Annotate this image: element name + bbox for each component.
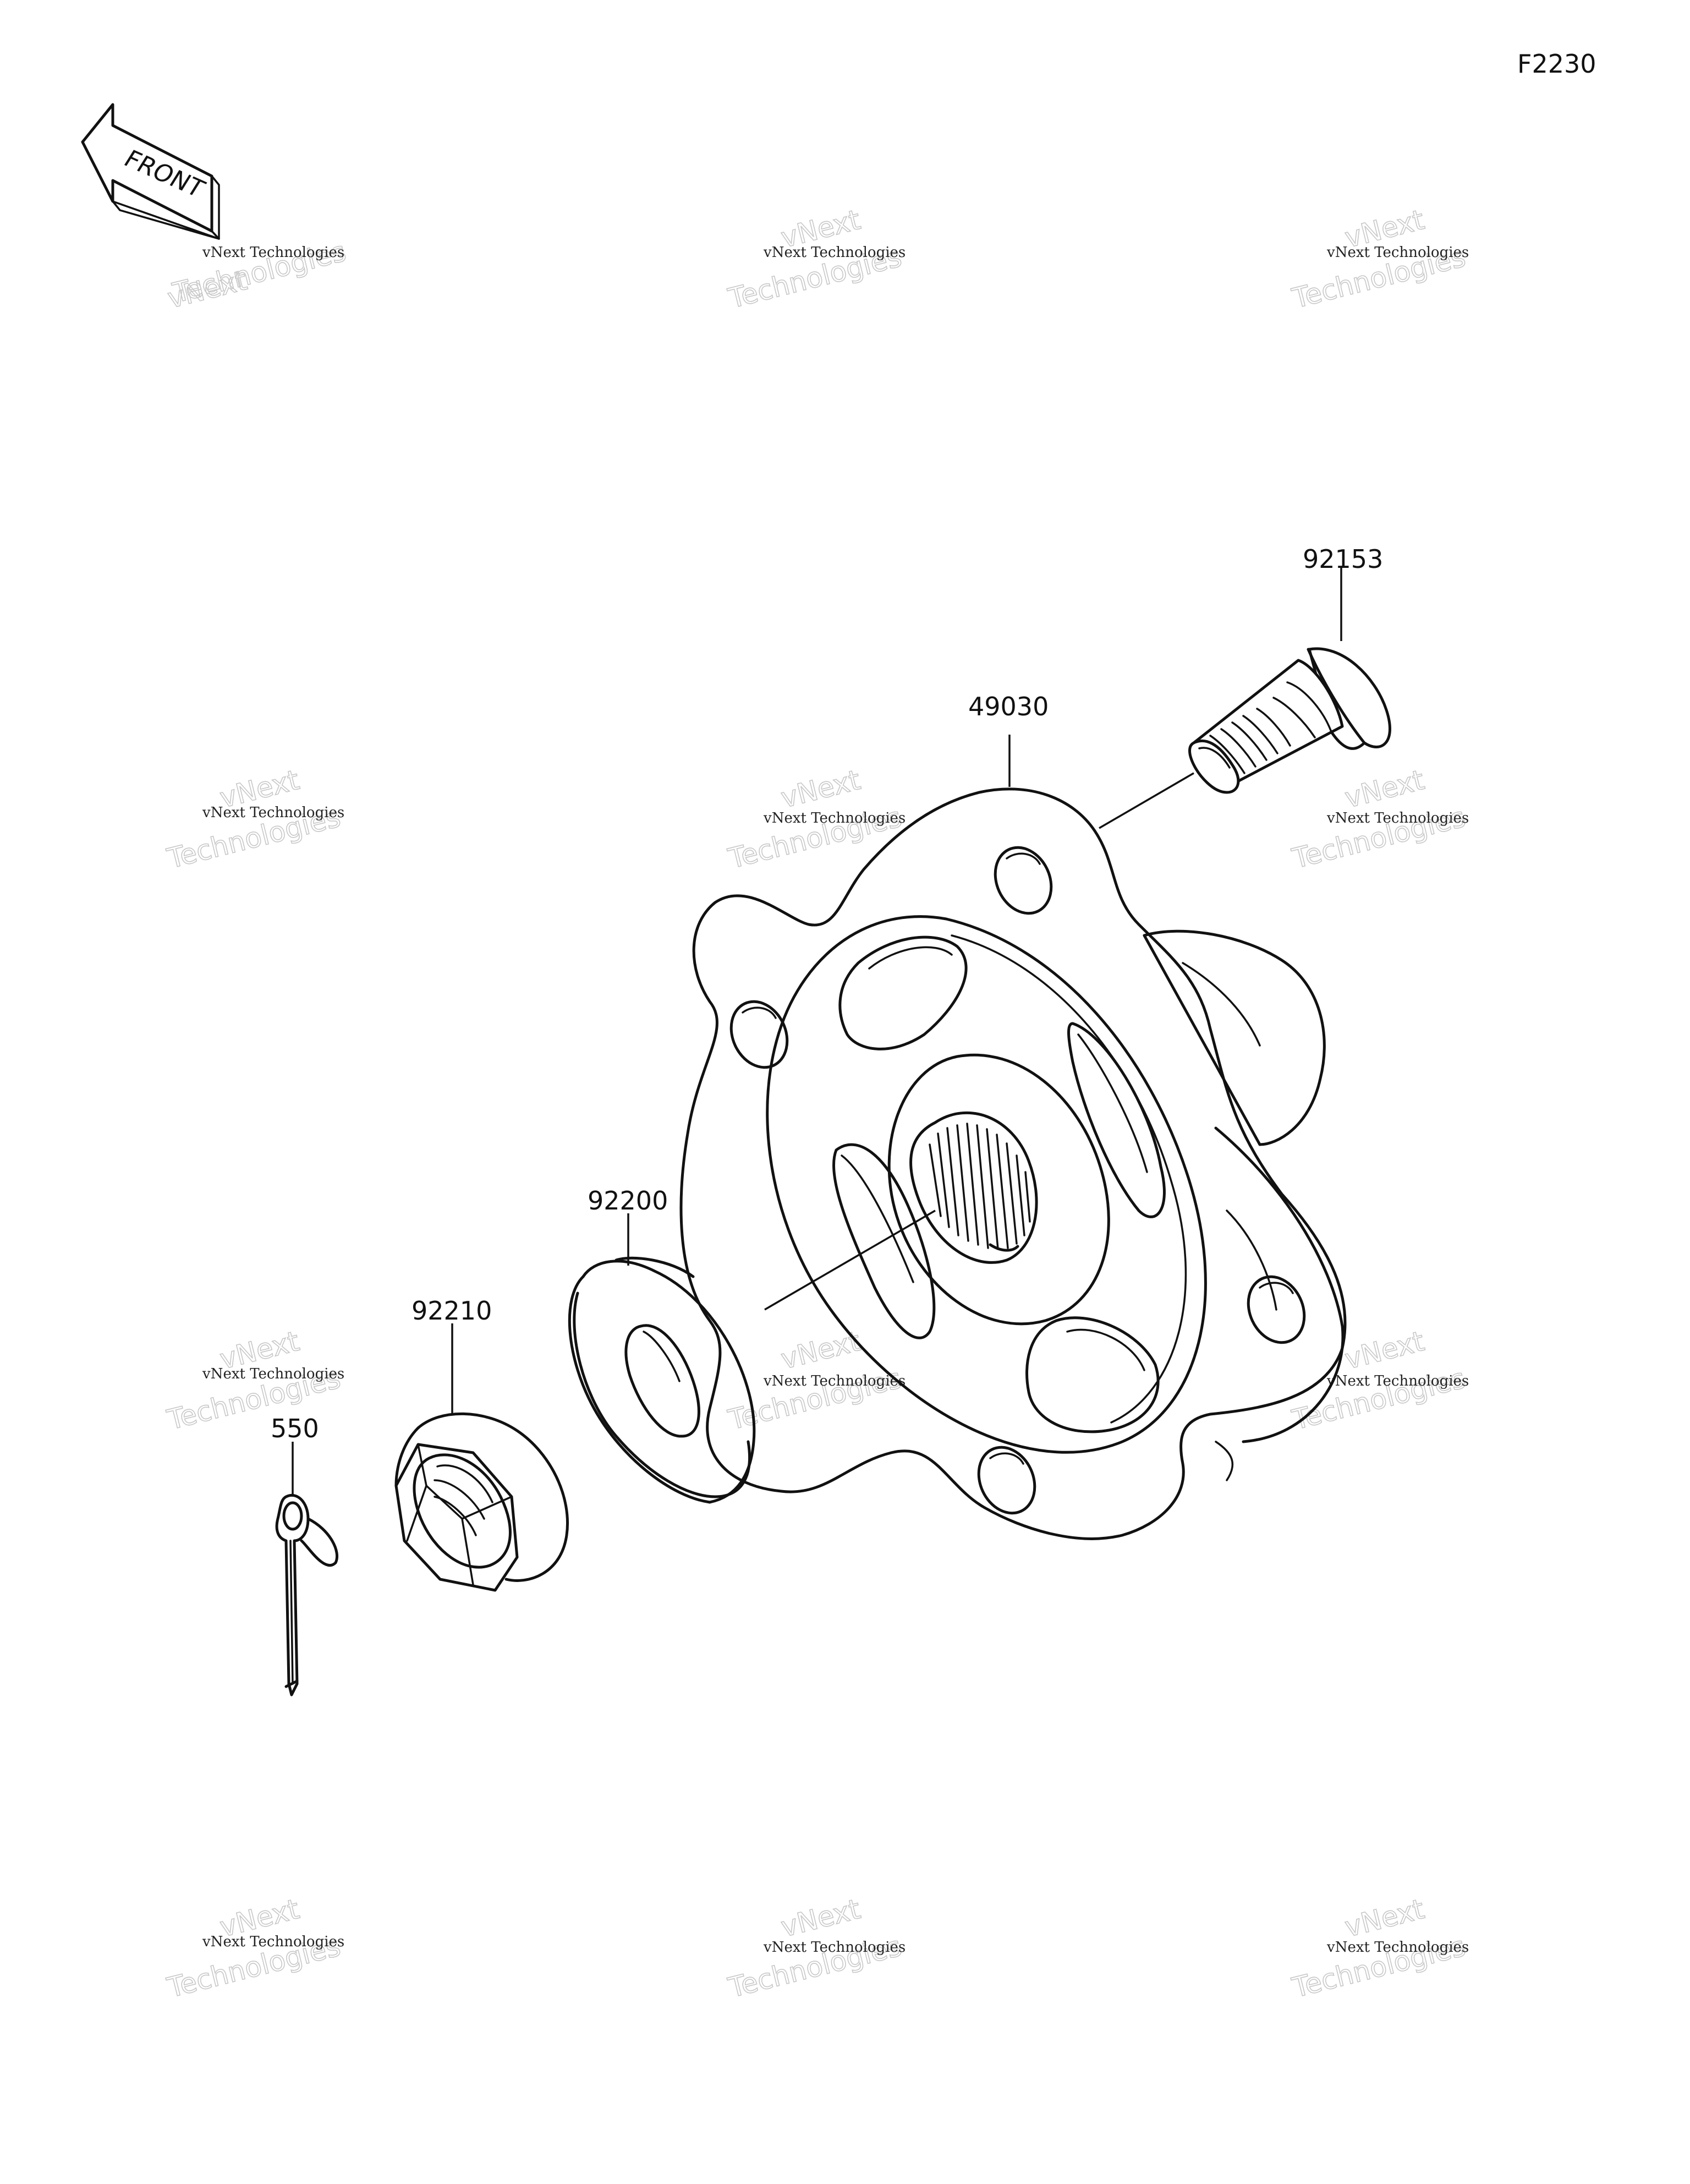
hub-49030-drawing	[679, 787, 1347, 1540]
watermark-tile-6: Technologies vNext vNext Technologies	[1288, 763, 1469, 875]
watermark-tile-4: Technologies vNext vNext Technologies	[163, 763, 344, 875]
svg-text:vNext: vNext	[1342, 1893, 1428, 1944]
watermark-tile-5: Technologies vNext vNext Technologies	[725, 763, 906, 875]
svg-text:vNext Technologies: vNext Technologies	[202, 1366, 344, 1382]
svg-text:vNext Technologies: vNext Technologies	[763, 1373, 906, 1389]
svg-text:vNext Technologies: vNext Technologies	[1326, 244, 1469, 261]
svg-text:vNext: vNext	[778, 1893, 864, 1944]
part-label-92210[interactable]: 92210	[411, 1296, 492, 1326]
watermark-tile-9: Technologies vNext vNext Technologies	[1288, 1324, 1469, 1436]
cotter-pin-550-drawing	[275, 1494, 339, 1696]
svg-text:vNext Technologies: vNext Technologies	[1326, 1373, 1469, 1389]
svg-text:vNext: vNext	[778, 1325, 864, 1376]
svg-text:vNext Technologies: vNext Technologies	[202, 804, 344, 821]
svg-text:vNext Technologies: vNext Technologies	[202, 244, 344, 261]
figure-code: F2230	[1517, 49, 1596, 79]
washer-92200-drawing	[568, 1256, 756, 1504]
part-label-92200[interactable]: 92200	[588, 1186, 668, 1216]
watermark-tile-1: vNext Technologies vNext Technologies	[164, 235, 349, 315]
stud-bolt-92153-drawing	[1188, 647, 1391, 794]
svg-text:vNext: vNext	[1342, 1325, 1428, 1376]
part-label-550[interactable]: 550	[271, 1414, 319, 1443]
svg-text:vNext: vNext	[778, 764, 864, 814]
watermark-tile-10: Technologies vNext vNext Technologies	[163, 1892, 344, 2004]
svg-text:vNext Technologies: vNext Technologies	[763, 1939, 906, 1956]
watermark-tile-3: Technologies vNext vNext Technologies	[1288, 203, 1469, 315]
watermark-tile-2: Technologies vNext vNext Technologies	[725, 203, 906, 315]
part-label-92153[interactable]: 92153	[1303, 544, 1383, 574]
part-label-49030[interactable]: 49030	[968, 692, 1049, 721]
nut-92210-drawing	[394, 1412, 569, 1592]
watermark-tile-11: Technologies vNext vNext Technologies	[725, 1892, 906, 2004]
svg-text:vNext Technologies: vNext Technologies	[1326, 1939, 1469, 1956]
svg-text:vNext: vNext	[1342, 764, 1428, 814]
watermark-tile-12: Technologies vNext vNext Technologies	[1288, 1892, 1469, 2004]
svg-text:vNext Technologies: vNext Technologies	[202, 1934, 344, 1950]
front-arrow-icon: FRONT	[81, 103, 220, 240]
svg-text:vNext Technologies: vNext Technologies	[763, 244, 906, 261]
svg-text:vNext Technologies: vNext Technologies	[1326, 810, 1469, 826]
svg-text:vNext Technologies: vNext Technologies	[763, 810, 906, 826]
watermark-tile-8: Technologies vNext vNext Technologies	[725, 1324, 906, 1436]
leader-lines	[292, 567, 1342, 1497]
